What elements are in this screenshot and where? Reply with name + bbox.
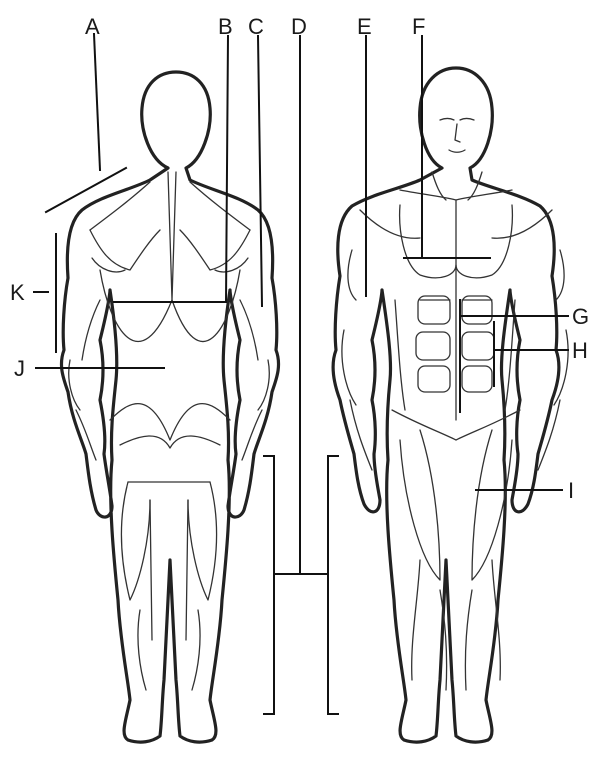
label-c: C bbox=[248, 14, 264, 39]
label-k: K bbox=[10, 280, 25, 305]
label-f: F bbox=[412, 14, 425, 39]
label-d: D bbox=[291, 14, 307, 39]
back-muscle-lines bbox=[69, 172, 270, 690]
label-e: E bbox=[357, 14, 372, 39]
label-g: G bbox=[572, 304, 589, 329]
leader-lines bbox=[34, 34, 568, 714]
front-view-figure bbox=[333, 68, 568, 742]
label-j: J bbox=[14, 356, 25, 381]
leader-line-c bbox=[258, 36, 262, 306]
face-features bbox=[440, 119, 474, 153]
label-a: A bbox=[85, 14, 100, 39]
label-b: B bbox=[218, 14, 233, 39]
back-view-outline bbox=[61, 72, 278, 742]
label-h: H bbox=[572, 338, 588, 363]
leader-line-a bbox=[94, 34, 100, 170]
label-i: I bbox=[568, 478, 574, 503]
back-view-figure bbox=[61, 72, 278, 742]
